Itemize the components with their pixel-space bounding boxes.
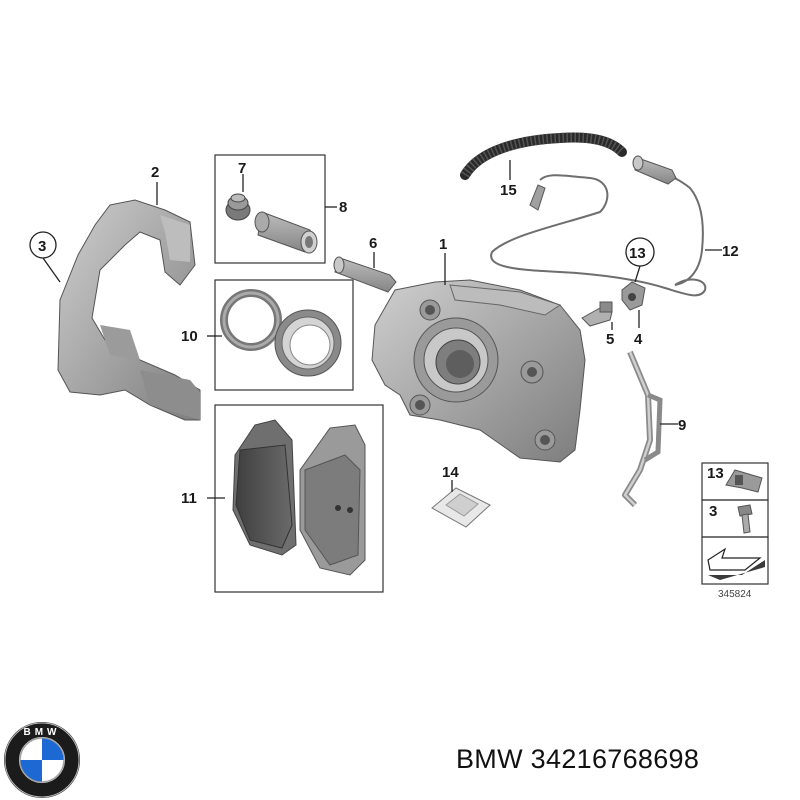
guide-bolt [333, 256, 397, 293]
bleeder-screw [581, 301, 613, 327]
brake-pad-inner [232, 419, 297, 556]
brake-pad-outer [299, 424, 366, 576]
brake-caliper-housing [371, 279, 586, 463]
brake-wear-sensor [490, 155, 707, 297]
dust-boot [225, 193, 251, 221]
callout-12: 12 [722, 243, 739, 260]
reference-number: 345824 [718, 589, 752, 600]
callout-10: 10 [181, 328, 198, 345]
legend-clip-13 [725, 469, 763, 493]
callout-8: 8 [339, 199, 347, 216]
callout-3: 3 [38, 238, 46, 255]
bmw-logo: BMW [4, 722, 80, 798]
callout-15: 15 [500, 182, 517, 199]
sensor-clip [621, 281, 646, 311]
legend-bolt-3 [737, 504, 753, 534]
protective-corrugated-hose [460, 132, 627, 180]
anti-rattle-spring-clip [622, 350, 663, 508]
callout-7: 7 [238, 160, 246, 177]
piston-dust-boot [274, 309, 342, 377]
callout-11: 11 [181, 490, 197, 507]
piston-seal-ring [220, 289, 282, 351]
callout-9: 9 [678, 417, 686, 434]
callout-5: 5 [606, 331, 614, 348]
legend-label-13: 13 [707, 465, 724, 482]
legend-label-3: 3 [709, 503, 717, 520]
callout-4: 4 [634, 331, 643, 348]
callout-6: 6 [369, 235, 377, 252]
callout-13: 13 [629, 245, 646, 262]
caliper-carrier-bracket [57, 199, 201, 421]
box-guide-sleeve [214, 154, 326, 264]
callout-1: 1 [439, 236, 447, 253]
box-piston-seals [214, 279, 354, 391]
part-number-caption: BMW 34216768698 [456, 744, 700, 774]
grease-packet [431, 487, 491, 528]
legend-table [701, 462, 769, 585]
logo-lettering: BMW [24, 727, 61, 738]
callout-14: 14 [442, 464, 459, 481]
guide-sleeve [254, 211, 318, 254]
legend-arrow-icon [707, 547, 765, 580]
callout-2: 2 [151, 164, 159, 181]
